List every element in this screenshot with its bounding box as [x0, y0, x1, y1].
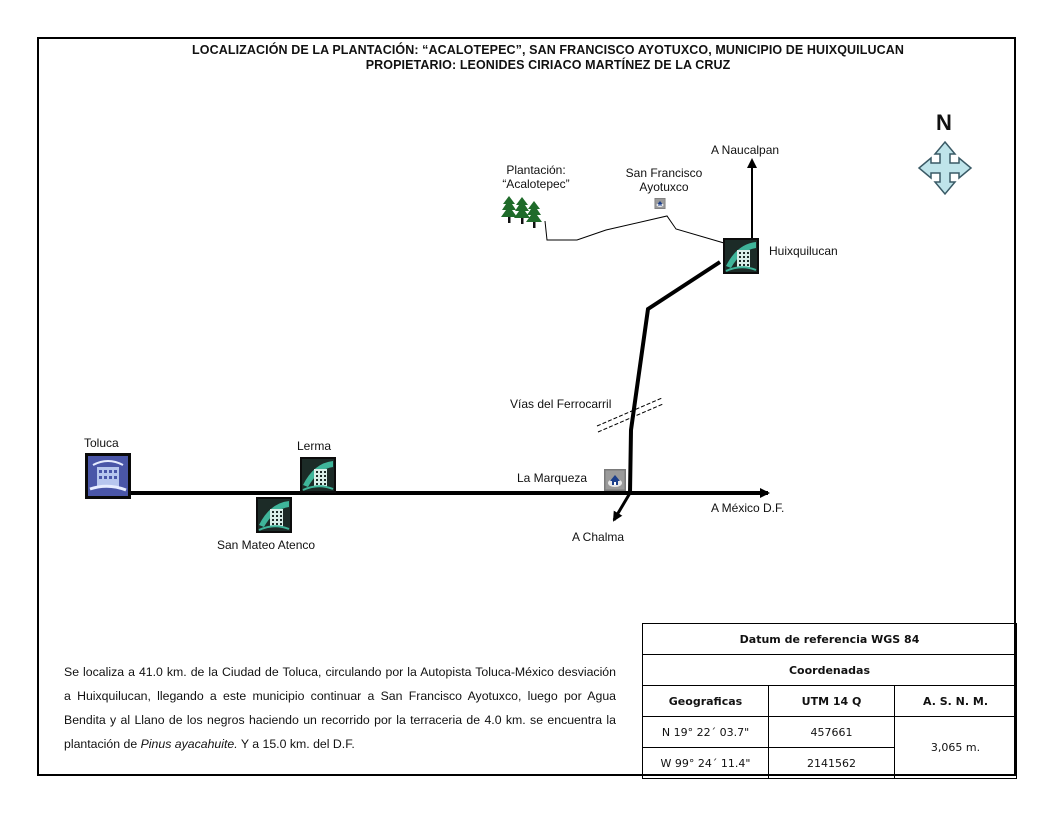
toluca-icon: [85, 453, 131, 499]
pine-trees-icon: [501, 196, 542, 228]
la-marqueza-icon: [604, 469, 626, 491]
road-to-plantation: [544, 215, 725, 244]
location-description: Se localiza a 41.0 km. de la Ciudad de T…: [64, 660, 616, 756]
lon-cell: W 99° 24´ 11.4": [642, 747, 769, 779]
label-a-chalma: A Chalma: [572, 530, 625, 544]
huixquilucan-icon: [722, 237, 760, 275]
label-vias-ferrocarril: Vías del Ferrocarril: [510, 397, 612, 411]
compass-arrows-icon: [917, 140, 973, 196]
datum-header: Datum de referencia WGS 84: [642, 623, 1017, 655]
utm-y-cell: 2141562: [768, 747, 895, 779]
coordinates-table: Datum de referencia WGS 84 Coordenadas G…: [642, 623, 1017, 779]
label-toluca: Toluca: [84, 436, 119, 450]
road-to-chalma: [612, 492, 632, 522]
utm-x-cell: 457661: [768, 716, 895, 748]
altitude-cell: 3,065 m.: [894, 716, 1017, 779]
col-utm: UTM 14 Q: [768, 685, 895, 717]
col-asnm: A. S. N. M.: [894, 685, 1017, 717]
san-mateo-atenco-icon: [255, 496, 293, 534]
table-row: W 99° 24´ 11.4" 2141562: [642, 747, 1017, 779]
label-plantacion: Plantación: “Acalotepec”: [486, 163, 586, 191]
label-plantacion-line2: “Acalotepec”: [502, 177, 570, 191]
description-species: Pinus ayacahuite.: [140, 737, 238, 751]
label-san-francisco-line1: San Francisco: [625, 166, 703, 180]
san-francisco-ayotuxco-icon: [654, 198, 666, 209]
description-text-1: Se localiza a 41.0 km. de la Ciudad de T…: [64, 665, 616, 751]
label-lerma: Lerma: [297, 439, 332, 453]
label-la-marqueza: La Marqueza: [517, 471, 588, 485]
col-geograficas: Geograficas: [642, 685, 769, 717]
label-huixquilucan: Huixquilucan: [769, 244, 838, 258]
description-text-2: Y a 15.0 km. del D.F.: [237, 737, 355, 751]
table-row: N 19° 22´ 03.7" 457661 3,065 m.: [642, 716, 1017, 779]
map-frame: [37, 37, 1016, 776]
label-san-francisco-ayotuxco: San Francisco Ayotuxco: [616, 166, 712, 194]
label-a-mexico-df: A México D.F.: [711, 501, 785, 515]
north-label: N: [936, 110, 952, 135]
coordenadas-header: Coordenadas: [642, 654, 1017, 686]
lerma-icon: [299, 456, 337, 494]
label-plantacion-line1: Plantación:: [506, 163, 566, 177]
owner-title: PROPIETARIO: LEONIDES CIRIACO MARTÍNEZ D…: [365, 58, 731, 72]
label-san-francisco-line2: Ayotuxco: [639, 180, 689, 194]
label-san-mateo-atenco: San Mateo Atenco: [217, 538, 316, 552]
lat-cell: N 19° 22´ 03.7": [642, 716, 769, 748]
label-a-naucalpan: A Naucalpan: [711, 143, 780, 157]
road-to-huixquilucan: [628, 260, 722, 494]
map-title: LOCALIZACIÓN DE LA PLANTACIÓN: “ACALOTEP…: [192, 43, 904, 57]
